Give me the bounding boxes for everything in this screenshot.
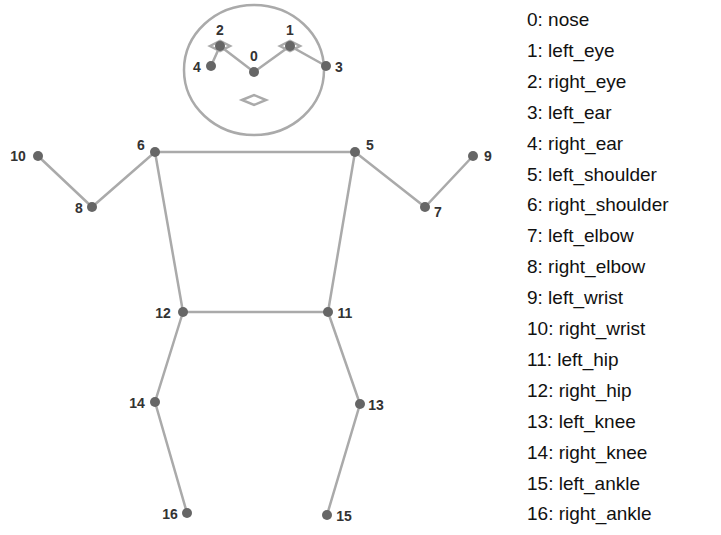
face-lines xyxy=(211,46,326,72)
keypoint-dot xyxy=(33,151,43,161)
keypoint-dot xyxy=(285,41,295,51)
callout-number: 1 xyxy=(286,23,294,37)
eye-shape xyxy=(210,41,230,51)
callout-number: 2 xyxy=(216,23,224,37)
callout-number: 4 xyxy=(193,60,201,74)
torso-lines xyxy=(155,152,355,312)
keypoint-list-item: 8: right_elbow xyxy=(527,257,645,278)
callout-number: 15 xyxy=(336,509,352,523)
keypoint-dot xyxy=(178,307,188,317)
mouth-shape xyxy=(242,95,266,105)
keypoint-dot xyxy=(182,508,192,518)
callout-number: 7 xyxy=(434,205,442,219)
head-outline xyxy=(184,5,324,135)
callout-number: 11 xyxy=(338,306,353,320)
keypoint-dot xyxy=(206,61,216,71)
callout-number: 6 xyxy=(137,138,145,152)
keypoint-list-item: 4: right_ear xyxy=(527,133,623,154)
keypoint-list-item: 15: left_ankle xyxy=(527,473,640,494)
keypoint-list-item: 1: left_eye xyxy=(527,40,615,61)
keypoint-dot xyxy=(150,147,160,157)
keypoint-dot xyxy=(323,307,333,317)
keypoint-list-item: 10: right_wrist xyxy=(527,319,645,340)
right-leg-lines xyxy=(155,312,187,513)
keypoint-list-item: 0: nose xyxy=(527,10,589,31)
keypoint-list-item: 16: right_ankle xyxy=(527,504,652,525)
keypoint-dot xyxy=(322,510,332,520)
arm-lines xyxy=(38,152,473,207)
callout-number: 14 xyxy=(129,396,145,410)
callout-number: 10 xyxy=(10,149,26,163)
keypoint-dot xyxy=(150,397,160,407)
keypoint-list-item: 7: left_elbow xyxy=(527,226,634,247)
keypoint-list-item: 3: left_ear xyxy=(527,102,612,123)
keypoint-list-item: 9: left_wrist xyxy=(527,288,623,309)
keypoint-list-item: 14: right_knee xyxy=(527,442,647,463)
callout-number: 5 xyxy=(366,138,374,152)
eye-shape xyxy=(280,41,300,51)
keypoint-list-item: 5: left_shoulder xyxy=(527,164,657,185)
keypoint-dot xyxy=(87,202,97,212)
keypoint-list-item: 11: left_hip xyxy=(527,349,619,370)
callout-number: 13 xyxy=(368,398,384,412)
keypoint-dot xyxy=(420,202,430,212)
callout-number: 0 xyxy=(250,49,258,63)
keypoint-dot xyxy=(355,399,365,409)
keypoint-list-item: 6: right_shoulder xyxy=(527,195,669,216)
keypoint-dot xyxy=(350,147,360,157)
keypoint-list-item: 13: left_knee xyxy=(527,411,636,432)
callout-number: 8 xyxy=(75,201,83,215)
left-leg-lines xyxy=(327,312,360,515)
callout-number: 9 xyxy=(484,149,492,163)
callout-number: 3 xyxy=(335,60,343,74)
keypoint-list-item: 2: right_eye xyxy=(527,71,626,92)
keypoint-dot xyxy=(249,67,259,77)
keypoint-dot xyxy=(468,151,478,161)
keypoint-list-item: 12: right_hip xyxy=(527,380,632,401)
keypoint-dot xyxy=(321,61,331,71)
callout-number: 16 xyxy=(162,507,178,521)
callout-number: 12 xyxy=(155,306,171,320)
keypoint-dot xyxy=(215,41,225,51)
